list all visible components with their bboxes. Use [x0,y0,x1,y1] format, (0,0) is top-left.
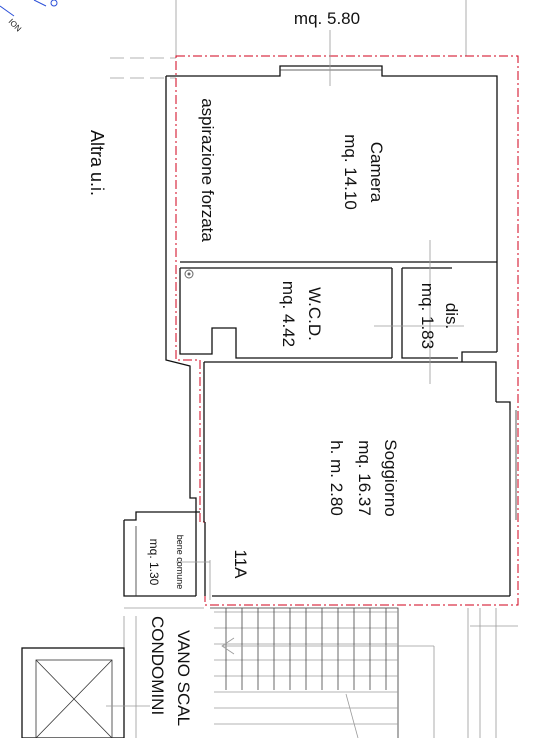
windows [280,69,517,520]
room-name: W.C.D. [305,287,324,341]
extraction-label: aspirazione forzata [198,98,217,242]
room-name: bene comune [175,535,185,590]
dimension-guides [176,30,464,600]
staircase [123,607,518,738]
extraction-fan-icon [184,269,194,279]
top-area-label: mq. 5.80 [294,9,360,28]
room-wcd: W.C.D. mq. 4.42 [279,281,324,347]
room-area: mq. 1.30 [147,539,161,586]
terrace-lines [110,0,467,79]
stair-line2: CONDOMINI [148,616,167,715]
room-soggiorno: Soggiorno mq. 16.37 h. m. 2.80 [327,439,400,517]
room-area: mq. 4.42 [279,281,298,347]
elevator-shaft [21,647,150,738]
corner-text: ION [7,17,24,34]
room-area: mq. 14.10 [341,134,360,210]
room-bene-comune: bene comune mq. 1.30 [147,535,185,590]
room-dis: dis. mq. 1.83 [418,283,461,349]
stair-label: VANO SCAL CONDOMINI [148,616,193,726]
neighbor-label: Altra u.i. [87,130,107,196]
walls [123,65,511,597]
room-name: Soggiorno [381,439,400,517]
room-area: mq. 1.83 [418,283,437,349]
room-height: h. m. 2.80 [327,440,346,516]
room-name: dis. [442,303,461,329]
room-name: Camera [367,142,386,203]
stair-line1: VANO SCAL [174,630,193,726]
room-area: mq. 16.37 [355,440,374,516]
room-camera: Camera mq. 14.10 [341,134,386,210]
corner-mark [0,0,58,17]
unit-id-label: 11A [231,550,250,580]
